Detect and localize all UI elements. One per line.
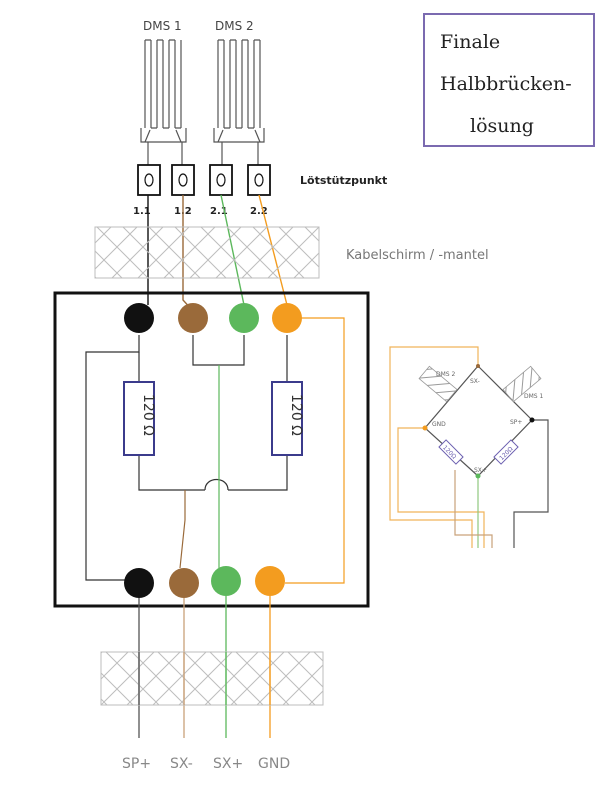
title-box: Finale Halbbrücken- lösung (423, 13, 595, 147)
junction-box (53, 291, 370, 608)
outgoing-wires-over-shield (138, 652, 271, 705)
terminal-top-green (229, 303, 259, 333)
solder-point-label: Lötstützpunkt (300, 174, 387, 187)
gauge-leads (147, 142, 259, 168)
strain-gauge-dms1 (140, 39, 187, 143)
inset-label-top: SX- (470, 378, 480, 385)
terminal-bottom-black (124, 568, 154, 598)
gauge-dms1-label: DMS 1 (143, 19, 182, 33)
terminal-top-orange (272, 303, 302, 333)
bottom-terminals (124, 566, 285, 598)
strain-gauge-dms2 (213, 39, 265, 143)
inset-label-dms2: DMS 2 (436, 371, 456, 378)
title-line-1: Finale (440, 31, 500, 53)
inset-resistor-right: 120Ω (493, 439, 519, 465)
inset-resistor-left: 120Ω (438, 439, 464, 465)
inset-label-right: SP+ (510, 419, 522, 426)
inset-label-bottom: SX+ (474, 467, 487, 474)
internal-colored-wires (179, 317, 345, 584)
pin-label-1-1: 1.1 (133, 206, 151, 217)
cable-shield-upper (94, 226, 320, 279)
bridge-inset: 120Ω 120Ω DMS 2 DMS 1 SX- GND SP+ SX+ (389, 346, 549, 548)
inset-label-left: GND (432, 421, 446, 428)
solder-point-2-1 (209, 164, 233, 196)
solder-points (137, 164, 271, 196)
solder-point-1-1 (137, 164, 161, 196)
gauge-dms2-label: DMS 2 (215, 19, 254, 33)
title-line-2: Halbbrücken- (440, 73, 572, 95)
output-label-sx-plus: SX+ (213, 756, 243, 772)
solder-point-2-2 (247, 164, 271, 196)
terminal-top-black (124, 303, 154, 333)
pin-label-2-2: 2.2 (250, 206, 268, 217)
top-terminals (124, 303, 302, 333)
terminal-top-brown (178, 303, 208, 333)
title-line-3: lösung (470, 115, 534, 137)
output-label-sx-minus: SX- (170, 756, 193, 772)
resistor-left-label: 120 Ω (140, 394, 156, 436)
cable-shield-label: Kabelschirm / -mantel (346, 248, 489, 263)
terminal-bottom-green (211, 566, 241, 596)
terminal-bottom-orange (255, 566, 285, 596)
output-label-gnd: GND (258, 756, 290, 772)
terminal-bottom-brown (169, 568, 199, 598)
cable-shield-lower (100, 651, 324, 706)
resistor-right: 120 Ω (271, 381, 304, 456)
inset-gauge-dms1 (502, 365, 542, 403)
resistor-left: 120 Ω (123, 381, 156, 456)
internal-wiring (85, 335, 288, 581)
output-label-sp-plus: SP+ (122, 756, 151, 772)
inset-label-dms1: DMS 1 (524, 393, 544, 400)
solder-point-1-2 (171, 164, 195, 196)
inset-gauge-dms2 (418, 365, 458, 403)
pin-label-2-1: 2.1 (210, 206, 228, 217)
resistor-right-label: 120 Ω (288, 394, 304, 436)
